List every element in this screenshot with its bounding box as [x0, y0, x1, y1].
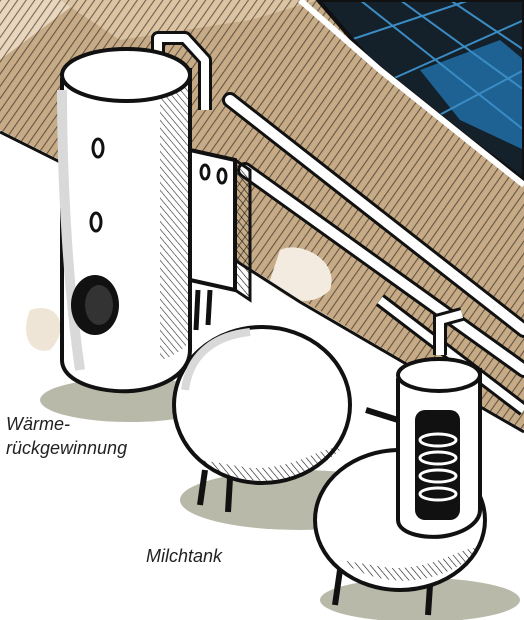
heat-recovery-label: Wärme- rückgewinnung	[6, 412, 127, 460]
heat-recovery-label-line1: Wärme-	[6, 412, 127, 436]
control-box	[190, 150, 250, 330]
heat-recovery-label-line2: rückgewinnung	[6, 436, 127, 460]
milk-tank-label: Milchtank	[146, 544, 222, 568]
heat-recovery-tank	[62, 38, 205, 391]
